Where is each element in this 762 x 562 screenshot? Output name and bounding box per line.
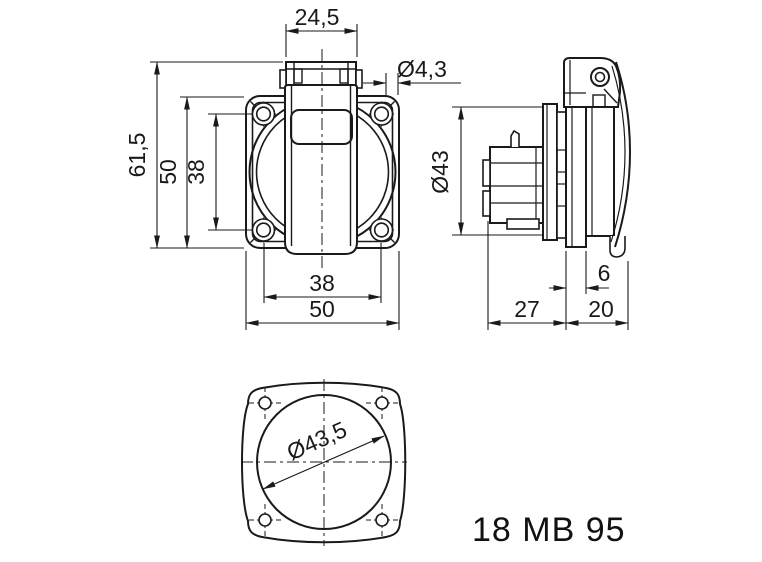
dim-total-height: 61,5 [124,133,150,178]
front-dimensions: 24,5 Ø4,3 61,5 50 38 38 50 [124,4,461,330]
cutout-hole [366,504,398,536]
screw-hole [369,217,394,243]
dim-body-diameter: Ø43 [427,150,453,193]
mid-body [556,111,567,239]
dim-flange-width: 50 [309,296,335,322]
dim-hole-spacing-horizontal: 38 [309,270,335,296]
dim-depth-rear: 27 [514,296,540,322]
cutout-view: Ø43,5 [241,379,407,546]
hinge-bracket [563,57,622,108]
dim-screw-hole-diameter: Ø4,3 [397,56,447,82]
cutout-hole [366,387,398,419]
dim-depth-front: 20 [588,296,614,322]
lid-profile [614,61,632,248]
side-view [482,57,632,258]
cutout-hole [249,504,281,536]
terminal-block [482,129,545,230]
part-number: 18 MB 95 [472,511,626,549]
screw-hole [369,101,394,127]
side-dimensions: Ø43 6 27 20 [427,106,629,330]
dim-flange-height: 50 [155,159,181,185]
screw-hole [251,217,276,243]
rear-plate [542,103,558,241]
dim-flange-thickness: 6 [598,260,611,286]
front-view [245,49,400,268]
dim-hole-spacing-vertical: 38 [183,159,209,185]
lid-cover [284,84,358,255]
front-body [585,106,615,237]
cutout-hole [249,387,281,419]
hinge-pin [590,67,610,87]
dim-lid-width: 24,5 [295,4,340,30]
screw-hole [251,101,276,127]
lid-hook [609,236,626,258]
flange-side [565,96,587,248]
